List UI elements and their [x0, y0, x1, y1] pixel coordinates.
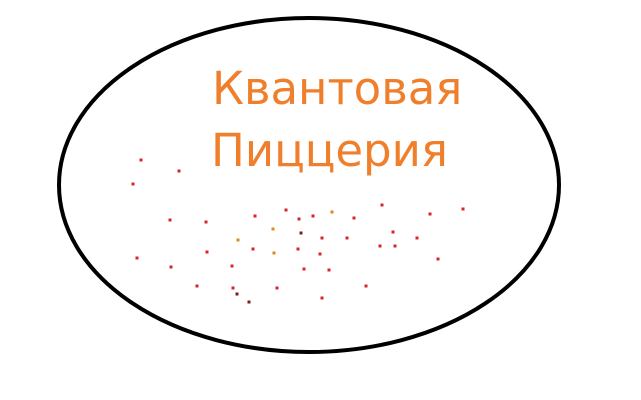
dot — [302, 267, 306, 271]
dot — [320, 236, 324, 240]
dot — [177, 169, 181, 173]
dot — [297, 217, 301, 221]
dot — [284, 208, 288, 212]
logo-ellipse-outline — [57, 16, 561, 354]
dot — [364, 284, 368, 288]
dot — [352, 216, 356, 220]
dot — [320, 296, 324, 300]
dot — [272, 251, 276, 255]
dot — [271, 227, 275, 231]
dot — [345, 236, 349, 240]
dot — [195, 284, 199, 288]
dot — [230, 264, 234, 268]
dot — [275, 286, 279, 290]
dot — [436, 257, 440, 261]
dot — [318, 252, 322, 256]
logo-title-line-1: Квантовая — [212, 62, 462, 115]
dot — [299, 231, 303, 235]
dot — [204, 220, 208, 224]
dot — [330, 210, 334, 214]
logo-title-line-2: Пиццерия — [211, 124, 448, 177]
dot — [296, 247, 300, 251]
dot — [168, 218, 172, 222]
dot — [380, 203, 384, 207]
dot — [247, 300, 251, 304]
dot — [205, 250, 209, 254]
dot — [415, 236, 419, 240]
dot — [251, 247, 255, 251]
dot — [391, 230, 395, 234]
dot — [253, 214, 257, 218]
scattered-dots — [131, 158, 465, 304]
dot — [235, 292, 239, 296]
dot — [428, 212, 432, 216]
dot — [135, 256, 139, 260]
dot — [139, 158, 143, 162]
dot — [327, 268, 331, 272]
dot — [311, 214, 315, 218]
dot — [393, 244, 397, 248]
dot — [461, 207, 465, 211]
dot — [131, 182, 135, 186]
dot — [169, 265, 173, 269]
dot — [231, 286, 235, 290]
dot — [236, 238, 240, 242]
dot — [378, 244, 382, 248]
